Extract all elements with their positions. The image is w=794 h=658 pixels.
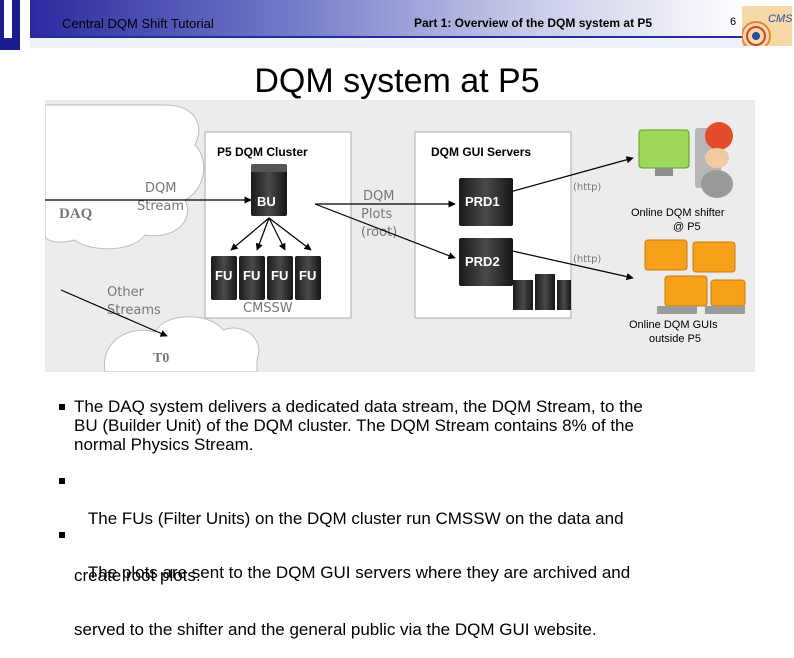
fu-label-1: FU [215,268,232,283]
daq-label: DAQ [59,206,93,222]
arrow-plots-to-prd2 [314,203,456,260]
arrow-bu-fu3 [268,217,286,251]
arrow-daq-to-t0 [60,289,168,337]
arrow-prd1-to-shifter [498,156,634,196]
arrow-bu-fu1 [230,217,270,251]
other-streams-label-1: Other [107,285,145,300]
bullet-3-line-1: The plots are sent to the DQM GUI server… [74,563,631,582]
dqm-plots-label-3: (root) [361,225,397,240]
header-bar: Central DQM Shift Tutorial Part 1: Overv… [0,0,794,50]
t0-label: T0 [153,351,169,366]
prd1-server [459,178,513,226]
shifter-label-2: @ P5 [673,221,701,233]
bullet-marker [59,478,65,484]
header-decoration [0,0,30,50]
dqm-architecture-diagram: DAQ T0 P5 DQM Cluster DQM GUI Servers DQ… [45,100,755,372]
fu-server-2 [239,256,265,300]
cmssw-label: CMSSW [243,301,293,316]
bullet-marker [59,532,65,538]
bullet-2-line-1: The FUs (Filter Units) on the DQM cluste… [74,509,624,528]
fu-label-3: FU [271,268,288,283]
backup-servers [513,274,571,310]
dqm-plots-label-1: DQM [363,189,394,204]
shifter-workstation-icon [638,122,733,198]
header-gradient [30,0,750,48]
bullet-1-line-1: The DAQ system delivers a dedicated data… [74,397,643,416]
http-label-1: (http) [573,182,601,193]
arrow-prd2-to-outside [498,247,634,281]
prd2-label: PRD2 [465,254,500,269]
prd1-label: PRD1 [465,194,500,209]
dqm-stream-label-1: DQM [145,181,176,196]
gui-servers-title: DQM GUI Servers [431,145,531,159]
tutorial-title: Central DQM Shift Tutorial [62,16,214,31]
fu-label-4: FU [299,268,316,283]
arrow-bu-fu2 [255,217,270,251]
cms-logo: CMS [742,6,792,46]
bullet-marker [59,404,65,410]
outside-label-1: Online DQM GUIs [629,319,718,331]
fu-server-3 [267,256,293,300]
bu-server [251,164,287,216]
other-streams-label-2: Streams [107,303,161,318]
cms-logo-text: CMS [768,13,792,25]
bu-label: BU [257,194,276,209]
daq-cloud [45,104,205,250]
t0-cloud [104,316,260,372]
bullet-1-line-3: normal Physics Stream. [74,435,254,454]
arrow-bu-fu4 [268,217,312,251]
outside-gui-workstations-icon [644,239,746,314]
bullet-1-line-2: BU (Builder Unit) of the DQM cluster. Th… [74,416,634,435]
bullet-item-2: The FUs (Filter Units) on the DQM cluste… [74,471,764,604]
bullet-3-line-2: served to the shifter and the general pu… [74,620,597,639]
http-label-2: (http) [573,254,601,265]
prd2-server [459,238,513,286]
bullet-2-line-2: create root plots. [74,566,201,585]
slide-number: 6 [730,16,737,28]
bullet-item-3: The plots are sent to the DQM GUI server… [74,525,764,658]
dqm-stream-label-2: Stream [137,199,184,214]
section-title: Part 1: Overview of the DQM system at P5 [414,16,653,30]
shifter-label-1: Online DQM shifter [631,207,725,219]
dqm-plots-label-2: Plots [361,207,393,222]
fu-server-1 [211,256,237,300]
fu-label-2: FU [243,268,260,283]
cluster-title: P5 DQM Cluster [217,145,308,159]
slide-title: DQM system at P5 [254,62,540,100]
bullet-item-1: The DAQ system delivers a dedicated data… [74,397,764,454]
outside-label-2: outside P5 [649,333,701,345]
fu-server-4 [295,256,321,300]
